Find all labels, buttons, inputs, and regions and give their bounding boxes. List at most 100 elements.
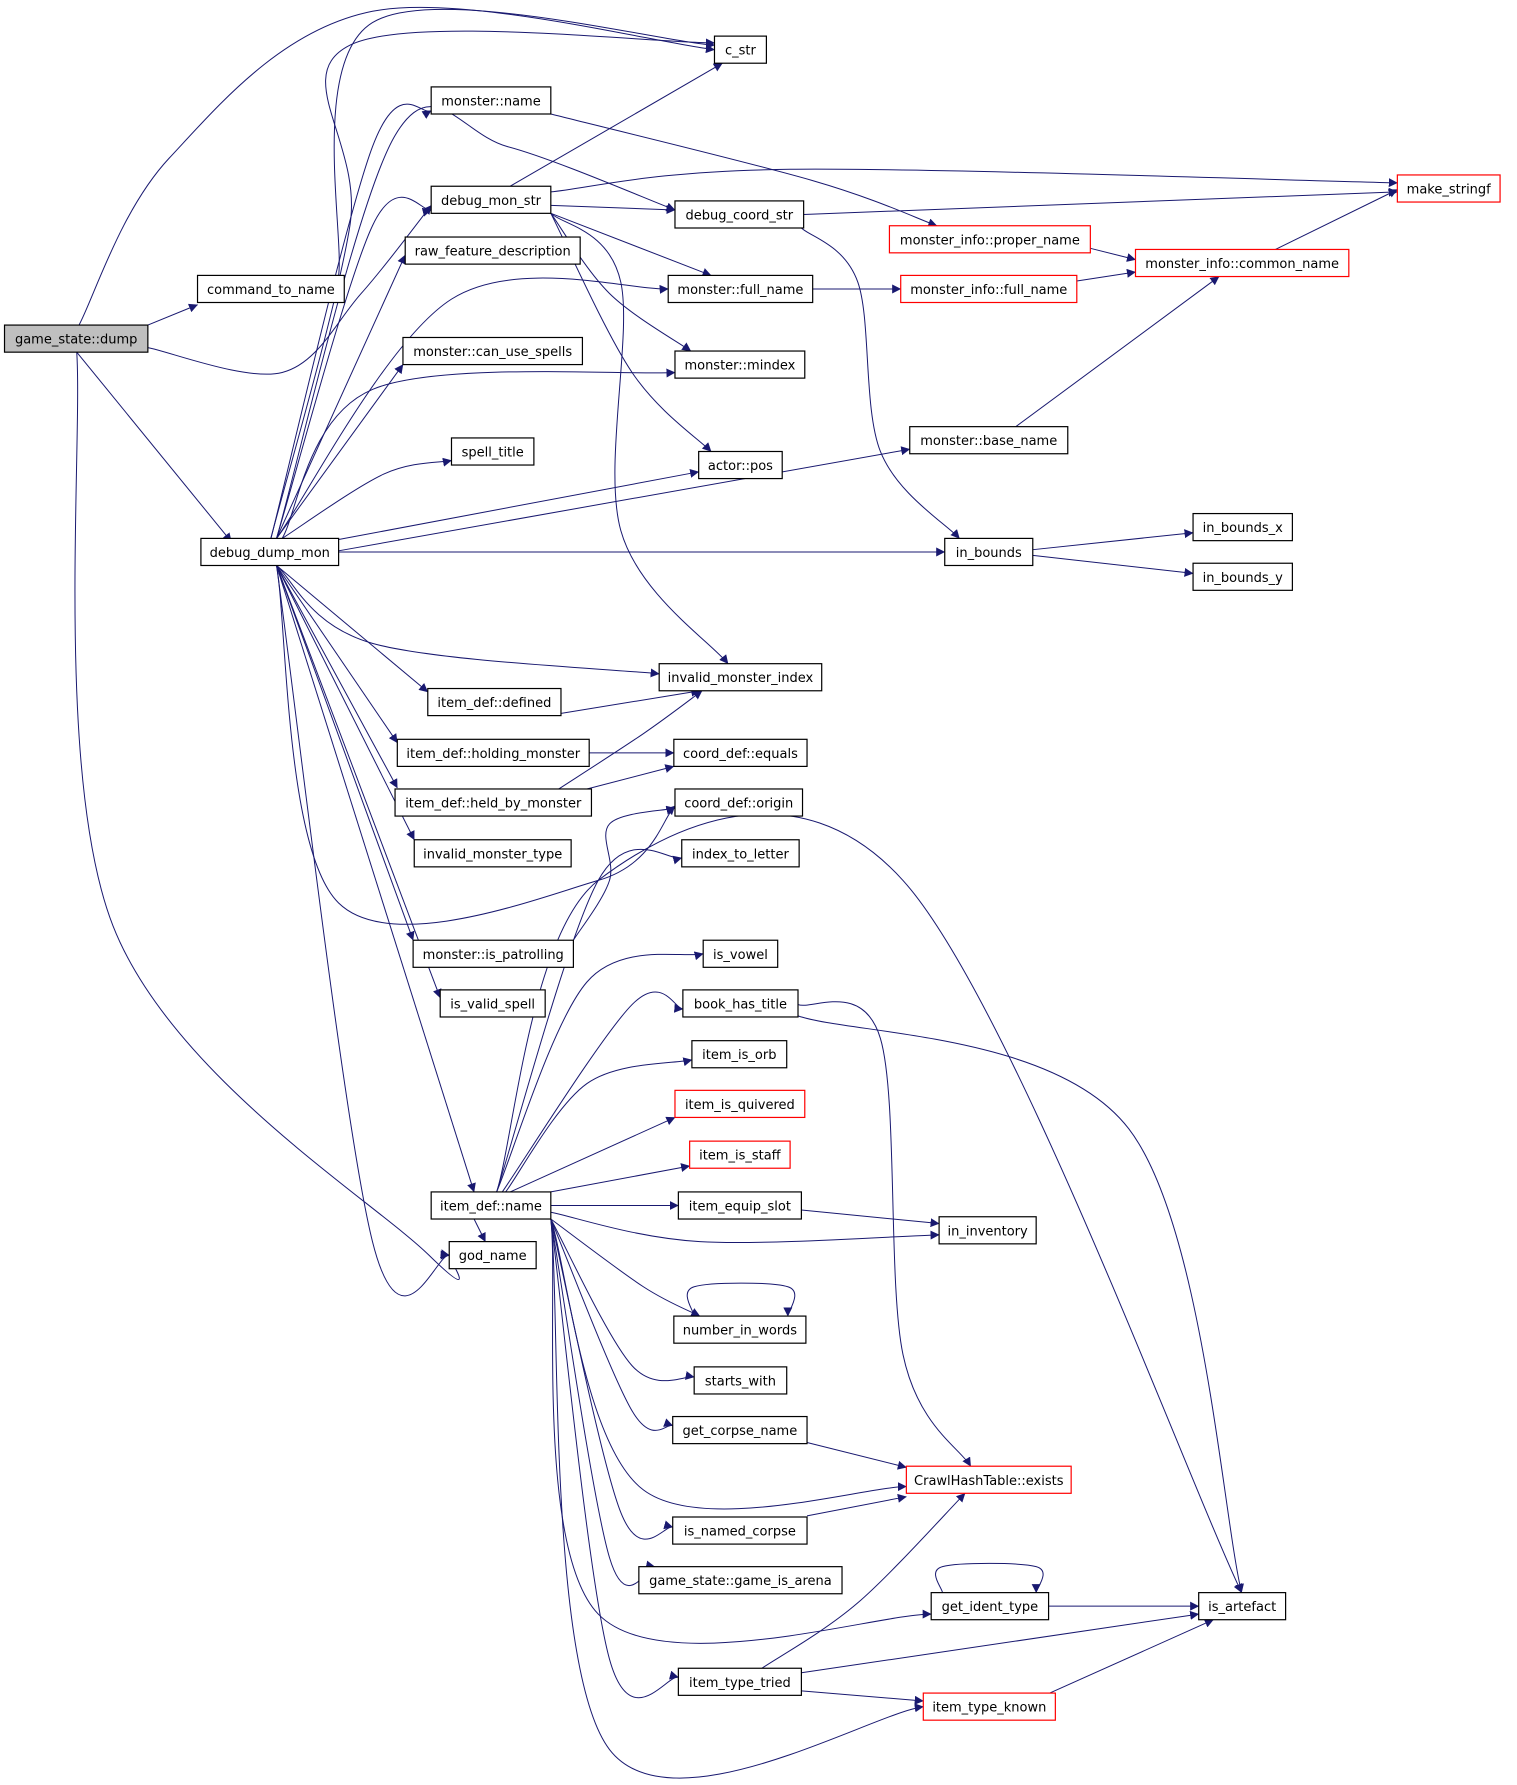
node-label: item_type_known: [932, 1701, 1046, 1716]
edge-monster-info-full-name-to-monster-info-common-name: [1076, 268, 1136, 282]
edge-in-bounds-to-in-bounds-y: [1032, 554, 1194, 577]
node-box: [702, 939, 779, 968]
node-label: item_is_quivered: [685, 1098, 795, 1113]
node-in-bounds-x[interactable]: in_bounds_x: [1192, 512, 1293, 542]
node-invalid-monster-index[interactable]: invalid_monster_index: [658, 663, 823, 692]
edge-debug-dump-mon-to-monster-is-patrolling: [276, 565, 415, 941]
node-spell-title[interactable]: spell_title: [450, 437, 535, 466]
edge-debug-dump-mon-to-invalid-monster-type: [276, 565, 415, 841]
node-is-named-corpse[interactable]: is_named_corpse: [672, 1516, 808, 1545]
node-item-is-quivered[interactable]: item_is_quivered: [674, 1089, 806, 1119]
edge-item-def-name-to-starts-with: [550, 1218, 695, 1382]
node-get-ident-type[interactable]: get_ident_type: [930, 1592, 1050, 1621]
edge-item-def-name-to-item-type-tried: [550, 1218, 679, 1699]
node-debug-mon-str[interactable]: debug_mon_str: [430, 185, 552, 214]
node-command-to-name[interactable]: command_to_name: [196, 274, 345, 304]
node-monster-info-common-name[interactable]: monster_info::common_name: [1134, 248, 1350, 278]
node-item-is-orb[interactable]: item_is_orb: [691, 1040, 788, 1069]
edge-item-def-name-to-number-in-words: [550, 1218, 701, 1317]
node-label: coord_def::origin: [684, 797, 793, 812]
edge-item-def-held-by-monster-to-coord-def-equals: [586, 764, 675, 790]
node-monster-name[interactable]: monster::name: [430, 86, 552, 115]
node-label: monster::mindex: [684, 359, 795, 374]
node-debug-dump-mon[interactable]: debug_dump_mon: [200, 537, 340, 567]
node-coord-def-origin[interactable]: coord_def::origin: [674, 788, 804, 817]
edge-item-def-name-to-index-to-letter: [496, 848, 683, 1193]
node-label: item_def::defined: [437, 696, 551, 711]
node-raw-feature-description[interactable]: raw_feature_description: [404, 236, 581, 265]
node-monster-info-full-name[interactable]: monster_info::full_name: [900, 274, 1078, 304]
edge-game-state-dump-to-command-to-name: [147, 303, 198, 326]
node-is-artefact[interactable]: is_artefact: [1198, 1592, 1287, 1621]
node-is-valid-spell[interactable]: is_valid_spell: [439, 989, 546, 1018]
node-get-corpse-name[interactable]: get_corpse_name: [672, 1415, 808, 1445]
node-in-bounds[interactable]: in_bounds: [944, 537, 1034, 567]
edge-item-def-name-to-is-vowel: [496, 951, 704, 1193]
edge-book-has-title-to-crawlhashtable-exists: [797, 1001, 972, 1467]
node-label: actor::pos: [708, 459, 773, 474]
node-box: [1134, 248, 1350, 278]
edge-debug-dump-mon-to-debug-coord-str: [276, 106, 676, 539]
node-monster-info-proper-name[interactable]: monster_info::proper_name: [888, 225, 1091, 254]
node-item-type-known[interactable]: item_type_known: [922, 1692, 1056, 1721]
node-label: raw_feature_description: [415, 245, 571, 260]
node-label: spell_title: [462, 445, 524, 460]
node-actor-pos[interactable]: actor::pos: [698, 450, 783, 480]
edge-book-has-title-to-is-artefact: [797, 1015, 1244, 1594]
edge-debug-dump-mon-to-monster-can-use-spells: [276, 364, 404, 539]
node-box: [944, 537, 1034, 567]
edge-item-def-name-to-crawlhashtable-exists: [550, 1218, 907, 1510]
node-crawlhashtable-exists[interactable]: CrawlHashTable::exists: [905, 1465, 1072, 1494]
node-label: monster::full_name: [677, 283, 803, 298]
node-game-state-game-is-arena[interactable]: game_state::game_is_arena: [638, 1566, 843, 1595]
edge-debug-mon-str-to-monster-mindex: [550, 213, 692, 352]
node-box: [673, 1315, 807, 1344]
node-item-is-staff[interactable]: item_is_staff: [689, 1140, 791, 1169]
node-coord-def-equals[interactable]: coord_def::equals: [673, 738, 808, 768]
node-monster-mindex[interactable]: monster::mindex: [674, 350, 806, 379]
node-item-def-held-by-monster[interactable]: item_def::held_by_monster: [394, 788, 593, 817]
node-god-name[interactable]: god_name: [448, 1240, 537, 1270]
node-label: game_state::dump: [15, 333, 137, 348]
node-book-has-title[interactable]: book_has_title: [682, 989, 799, 1018]
node-monster-is-patrolling[interactable]: monster::is_patrolling: [412, 939, 574, 968]
node-label: c_str: [725, 44, 757, 59]
node-box: [930, 1592, 1050, 1621]
node-index-to-letter[interactable]: index_to_letter: [681, 839, 800, 868]
edge-item-def-name-to-is-artefact: [496, 813, 1243, 1594]
node-item-def-name[interactable]: item_def::name: [430, 1191, 552, 1220]
edge-debug-dump-mon-to-item-def-held-by-monster: [276, 565, 398, 789]
node-is-vowel[interactable]: is_vowel: [702, 939, 779, 968]
node-c-str[interactable]: c_str: [713, 35, 768, 64]
node-box: [691, 1040, 788, 1069]
node-starts-with[interactable]: starts_with: [693, 1366, 788, 1395]
edge-debug-dump-mon-to-item-def-defined: [276, 565, 429, 693]
node-game-state-dump[interactable]: game_state::dump: [3, 324, 149, 353]
node-monster-full-name[interactable]: monster::full_name: [667, 274, 814, 304]
node-item-equip-slot[interactable]: item_equip_slot: [677, 1191, 802, 1220]
node-monster-base-name[interactable]: monster::base_name: [909, 426, 1069, 455]
node-box: [689, 1140, 791, 1169]
edge-debug-dump-mon-to-coord-def-origin: [276, 565, 676, 925]
node-monster-can-use-spells[interactable]: monster::can_use_spells: [402, 336, 584, 366]
node-item-def-defined[interactable]: item_def::defined: [427, 687, 562, 717]
edge-item-def-name-to-item-type-known: [550, 1218, 924, 1779]
node-invalid-monster-type[interactable]: invalid_monster_type: [413, 839, 572, 868]
edge-game-state-dump-to-c-str: [78, 6, 715, 326]
node-item-def-holding-monster[interactable]: item_def::holding_monster: [396, 738, 590, 768]
edge-debug-dump-mon-to-monster-base-name: [338, 446, 911, 552]
edge-debug-dump-mon-to-is-valid-spell: [276, 565, 442, 999]
edge-item-type-tried-to-crawlhashtable-exists: [761, 1492, 966, 1669]
edge-get-ident-type-to-get-ident-type: [935, 1562, 1044, 1594]
node-make-stringf[interactable]: make_stringf: [1396, 174, 1501, 203]
edge-item-def-name-to-god-name: [473, 1218, 486, 1242]
node-box: [922, 1692, 1056, 1721]
node-label: book_has_title: [694, 997, 787, 1012]
node-number-in-words[interactable]: number_in_words: [673, 1315, 807, 1344]
edge-in-bounds-to-in-bounds-x: [1032, 529, 1194, 551]
node-debug-coord-str[interactable]: debug_coord_str: [674, 200, 805, 229]
node-in-bounds-y[interactable]: in_bounds_y: [1192, 562, 1293, 591]
node-in-inventory[interactable]: in_inventory: [938, 1216, 1037, 1245]
node-label: starts_with: [705, 1374, 776, 1389]
node-item-type-tried[interactable]: item_type_tried: [677, 1667, 802, 1696]
